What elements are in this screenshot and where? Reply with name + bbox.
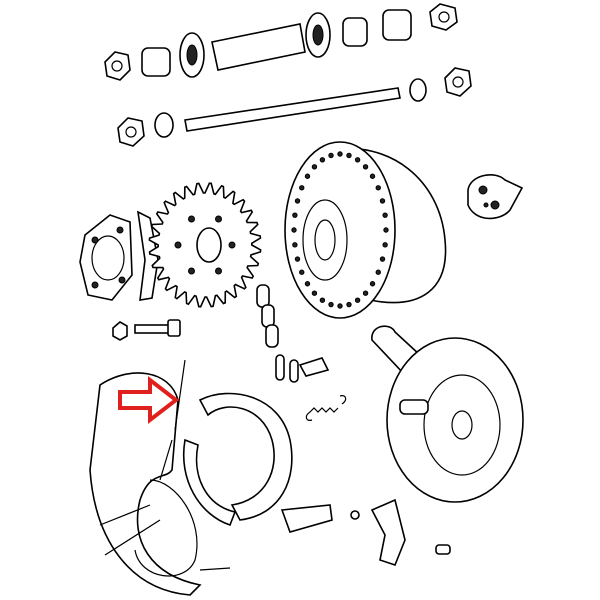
washer xyxy=(409,78,427,102)
axle xyxy=(184,87,401,132)
spacer xyxy=(382,9,412,41)
spoke-hole xyxy=(375,185,381,191)
spring xyxy=(305,395,347,421)
spoke-hole xyxy=(337,303,343,309)
hub-drum xyxy=(284,141,447,319)
spoke-hole xyxy=(294,198,301,204)
spoke-hole xyxy=(328,301,334,308)
sprocket-bolt-hole xyxy=(174,241,182,249)
spoke-hole xyxy=(328,152,334,159)
sprocket-bolt-hole xyxy=(215,215,222,223)
sprocket-bolt-hole xyxy=(215,267,222,275)
spoke-hole xyxy=(299,185,305,191)
spoke-hole xyxy=(292,212,298,218)
spoke-hole xyxy=(319,297,326,303)
spoke-hole xyxy=(292,242,298,248)
axle-row xyxy=(117,67,472,147)
nut xyxy=(444,67,472,97)
spoke-hole xyxy=(362,290,369,296)
nut xyxy=(117,117,145,147)
spoke-hole xyxy=(337,151,343,157)
axle-tube xyxy=(211,23,306,71)
spoke-hole xyxy=(311,290,318,296)
spacer xyxy=(342,17,368,47)
washer xyxy=(154,112,174,138)
spoke-hole xyxy=(369,173,376,179)
chain-guard xyxy=(89,359,231,596)
spoke-hole xyxy=(304,281,311,287)
chain-links xyxy=(256,284,330,383)
spacer xyxy=(141,47,171,77)
spoke-hole xyxy=(379,198,386,204)
spoke-hole xyxy=(299,269,305,275)
sprocket xyxy=(148,182,262,308)
nut xyxy=(104,51,131,81)
spoke-hole xyxy=(311,164,318,170)
brake-plate xyxy=(370,325,524,566)
top-spacer-row xyxy=(104,3,458,81)
spoke-hole xyxy=(375,269,381,275)
bolt xyxy=(112,319,181,341)
arrow-right-outline-icon xyxy=(118,375,180,425)
sprocket-bolt-hole xyxy=(228,241,236,249)
spoke-hole xyxy=(382,212,388,218)
spoke-hole xyxy=(354,157,361,163)
brake-shoes xyxy=(182,392,360,533)
sprocket-bolt-hole xyxy=(188,215,195,223)
nut xyxy=(429,3,458,31)
cam-plate xyxy=(467,174,524,220)
spoke-hole xyxy=(382,242,388,248)
spoke-hole xyxy=(354,297,361,303)
sprocket-bolt-hole xyxy=(188,267,195,275)
sprocket-hole xyxy=(196,227,222,263)
spoke-hole xyxy=(362,164,369,170)
spoke-hole xyxy=(346,301,352,308)
spoke-hole xyxy=(319,157,326,163)
spoke-hole xyxy=(291,227,297,233)
spoke-hole xyxy=(383,227,389,233)
spoke-hole xyxy=(304,173,311,179)
spoke-hole xyxy=(379,256,386,262)
spoke-hole xyxy=(294,256,301,262)
spoke-hole xyxy=(369,281,376,287)
gasket-plate xyxy=(79,210,159,301)
spoke-hole xyxy=(346,152,352,159)
